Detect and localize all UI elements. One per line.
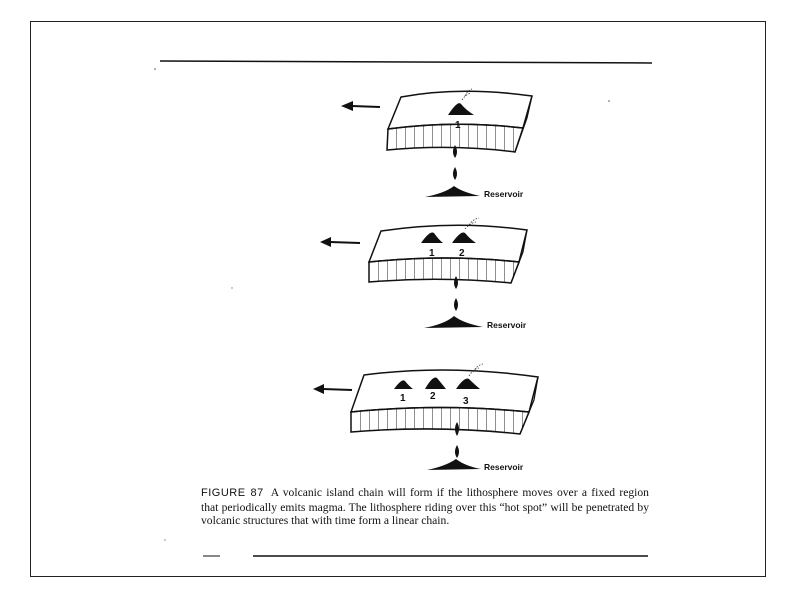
magma-reservoir (425, 186, 480, 197)
volcano-1 (421, 232, 443, 243)
volcano-label-2: 2 (459, 248, 465, 259)
volcano-label-3: 3 (463, 396, 469, 407)
panel-3: 1 2 3 Reservoir (313, 363, 539, 472)
volcano-label-1: 1 (429, 248, 435, 259)
reservoir-label: Reservoir (484, 189, 524, 199)
volcano-label-1: 1 (455, 120, 461, 131)
magma-drop (455, 422, 459, 436)
magma-drop (453, 167, 457, 180)
scan-speck (231, 287, 233, 289)
panel-2: 1 2 Reservoir (320, 217, 528, 330)
magma-drop (453, 145, 457, 158)
motion-arrow-head (341, 101, 353, 111)
caption-text: A volcanic island chain will form if the… (201, 486, 649, 528)
scan-speck (154, 68, 156, 70)
motion-arrow (329, 241, 361, 244)
figure-label: FIGURE 87 (201, 487, 264, 499)
top-rule (159, 60, 653, 64)
magma-drop (454, 298, 458, 311)
motion-arrow-head (313, 384, 324, 394)
motion-arrow-head (320, 237, 331, 247)
panel-1: 1 Reservoir (341, 88, 533, 199)
eruption-plume (461, 88, 473, 101)
volcano-3 (456, 378, 480, 389)
reservoir-label: Reservoir (484, 462, 524, 472)
motion-arrow (351, 105, 381, 108)
magma-reservoir (427, 459, 481, 470)
volcano-label-1: 1 (400, 393, 406, 404)
volcano-label-2: 2 (430, 391, 436, 402)
scan-speck (164, 539, 166, 541)
lithosphere-plate (349, 369, 539, 413)
volcano-2 (425, 377, 446, 389)
volcano-1 (448, 103, 474, 115)
volcano-1 (394, 380, 413, 389)
volcano-2 (452, 232, 476, 243)
motion-arrow (322, 388, 353, 391)
reservoir-label: Reservoir (487, 320, 527, 330)
eruption-plume (468, 363, 484, 377)
magma-reservoir (424, 316, 483, 328)
scan-speck (608, 100, 610, 102)
magma-drop (454, 276, 458, 289)
lithosphere-plate (367, 224, 528, 263)
eruption-plume (464, 217, 480, 230)
magma-drop (455, 445, 459, 458)
